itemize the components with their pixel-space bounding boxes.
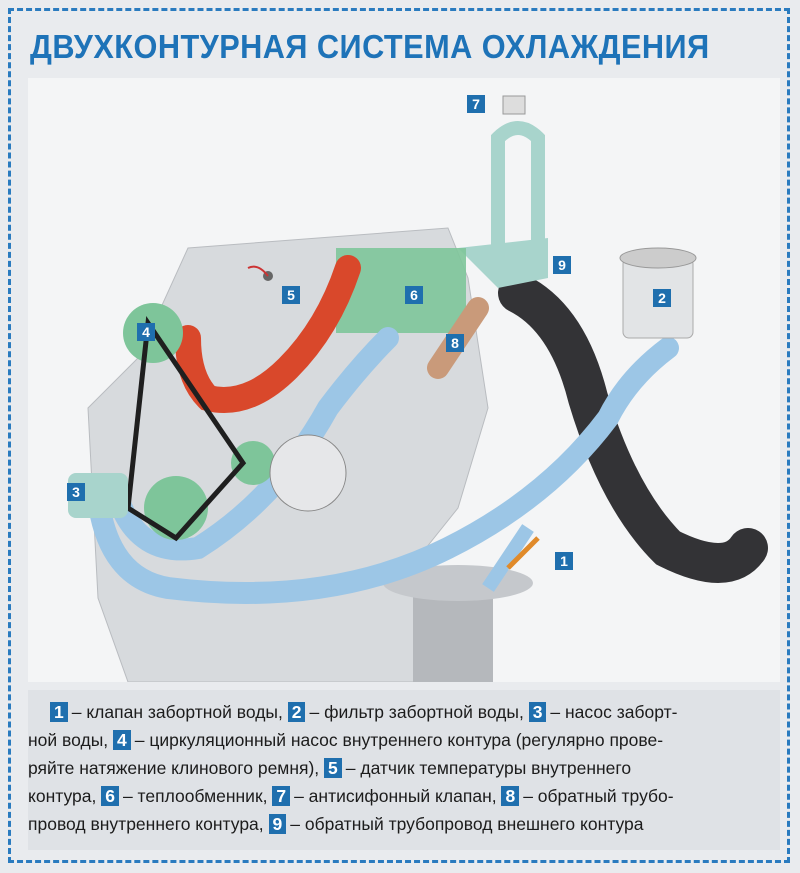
legend-text: – обратный трубопровод внешнего контура bbox=[290, 814, 644, 834]
legend-text: – антисифонный клапан, bbox=[294, 786, 502, 806]
caption-line: провод внутреннего контура, 9– обратный … bbox=[28, 814, 780, 835]
legend-number-badge: 1 bbox=[50, 702, 68, 722]
page-title: ДВУХКОНТУРНАЯ СИСТЕМА ОХЛАЖДЕНИЯ bbox=[30, 28, 710, 65]
legend-number-badge: 6 bbox=[101, 786, 119, 806]
legend-text: – циркуляционный насос внутреннего конту… bbox=[134, 730, 664, 750]
crank-pulley bbox=[144, 476, 208, 540]
label-4: 4 bbox=[137, 323, 155, 341]
legend-number-badge: 4 bbox=[113, 730, 131, 750]
legend-text: ряйте натяжение клинового ремня), bbox=[28, 758, 325, 778]
alternator bbox=[269, 434, 347, 512]
coolant-pipe bbox=[107, 327, 399, 561]
label-2: 2 bbox=[653, 289, 671, 307]
outer-return-pipe bbox=[498, 273, 768, 583]
legend-text: – фильтр забортной воды, bbox=[309, 702, 529, 722]
legend-text: – клапан забортной воды, bbox=[71, 702, 288, 722]
legend-text: – обратный трубо- bbox=[523, 786, 674, 806]
label-8: 8 bbox=[446, 334, 464, 352]
hot-pipe bbox=[175, 255, 361, 413]
sea-water-pipe bbox=[87, 337, 679, 604]
alternator-pulley bbox=[231, 441, 275, 485]
label-9: 9 bbox=[553, 256, 571, 274]
page-border bbox=[8, 8, 790, 863]
legend-text: – датчик температуры внутреннего bbox=[345, 758, 632, 778]
legend-text: контура, bbox=[28, 786, 102, 806]
anti-siphon-loop bbox=[491, 121, 545, 278]
legend-text: – теплообменник, bbox=[122, 786, 273, 806]
cooling-system-illustration: 1 2 3 4 5 6 7 8 9 bbox=[28, 78, 780, 682]
caption-line: ряйте натяжение клинового ремня), 5– дат… bbox=[28, 758, 780, 779]
legend-number-badge: 7 bbox=[272, 786, 291, 806]
legend-text: ной воды, bbox=[28, 730, 113, 750]
caption-line: 1– клапан забортной воды, 2– фильтр забо… bbox=[50, 702, 800, 723]
label-7: 7 bbox=[467, 95, 485, 113]
caption-line: ной воды, 4– циркуляционный насос внутре… bbox=[28, 730, 780, 751]
label-1: 1 bbox=[555, 552, 573, 570]
seacock-valve bbox=[482, 524, 534, 592]
legend-number-badge: 3 bbox=[528, 702, 547, 722]
caption-line: контура, 6– теплообменник, 7– антисифонн… bbox=[28, 786, 780, 807]
v-belt bbox=[125, 315, 247, 542]
legend-number-badge: 9 bbox=[268, 814, 287, 834]
legend-text: провод внутреннего контура, bbox=[28, 814, 269, 834]
legend-text: – насос заборт- bbox=[550, 702, 678, 722]
seacock-handle bbox=[506, 536, 540, 570]
label-5: 5 bbox=[282, 286, 300, 304]
legend-number-badge: 5 bbox=[324, 758, 342, 778]
anti-siphon-body bbox=[458, 238, 548, 288]
legend-number-badge: 2 bbox=[287, 702, 306, 722]
label-6: 6 bbox=[405, 286, 423, 304]
engine-diagram bbox=[68, 95, 768, 682]
legend-number-badge: 8 bbox=[501, 786, 520, 806]
label-3: 3 bbox=[67, 483, 85, 501]
anti-siphon-cap bbox=[502, 95, 526, 115]
legend-caption: 1– клапан забортной воды, 2– фильтр забо… bbox=[28, 690, 780, 850]
